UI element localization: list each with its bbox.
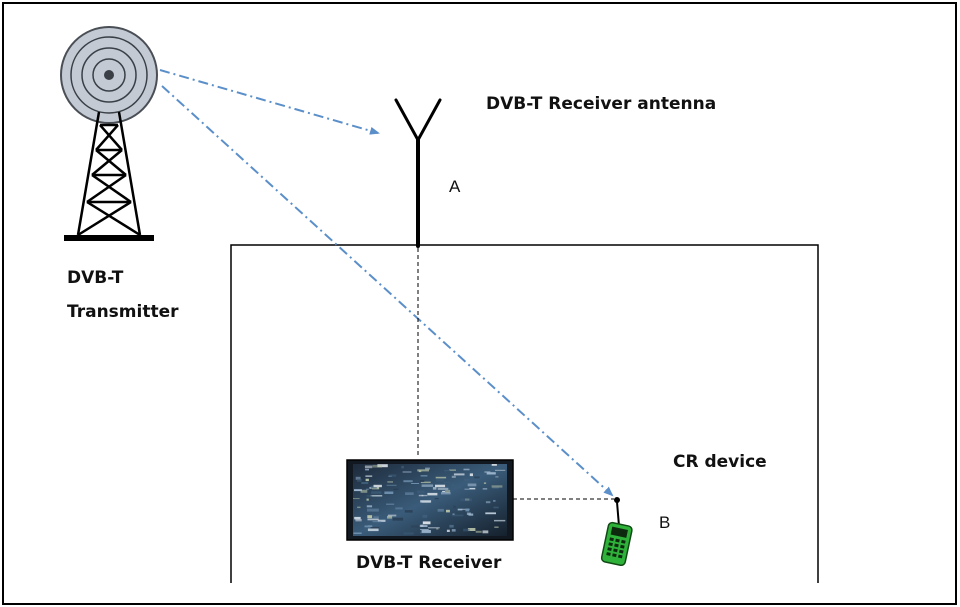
receiver-antenna-label: DVB-T Receiver antenna — [486, 94, 716, 114]
point-b-marker — [614, 497, 620, 503]
tv-screen-icon — [346, 459, 514, 541]
transmitter-label-line1: DVB-T — [67, 268, 124, 288]
transmitter-tower-icon — [60, 26, 158, 241]
signal-path-to-cr-device — [161, 85, 614, 497]
receiver-label: DVB-T Receiver — [356, 553, 502, 573]
building-outline — [230, 244, 819, 583]
transmitter-label-line2: Transmitter — [67, 302, 179, 322]
antenna-icon — [394, 98, 442, 248]
mobile-phone-icon — [600, 501, 633, 567]
point-a-label: A — [449, 177, 461, 196]
cr-device-label: CR device — [673, 452, 767, 472]
signal-path-to-antenna — [159, 69, 380, 135]
screen-noise — [353, 464, 506, 535]
point-b-label: B — [659, 513, 670, 532]
